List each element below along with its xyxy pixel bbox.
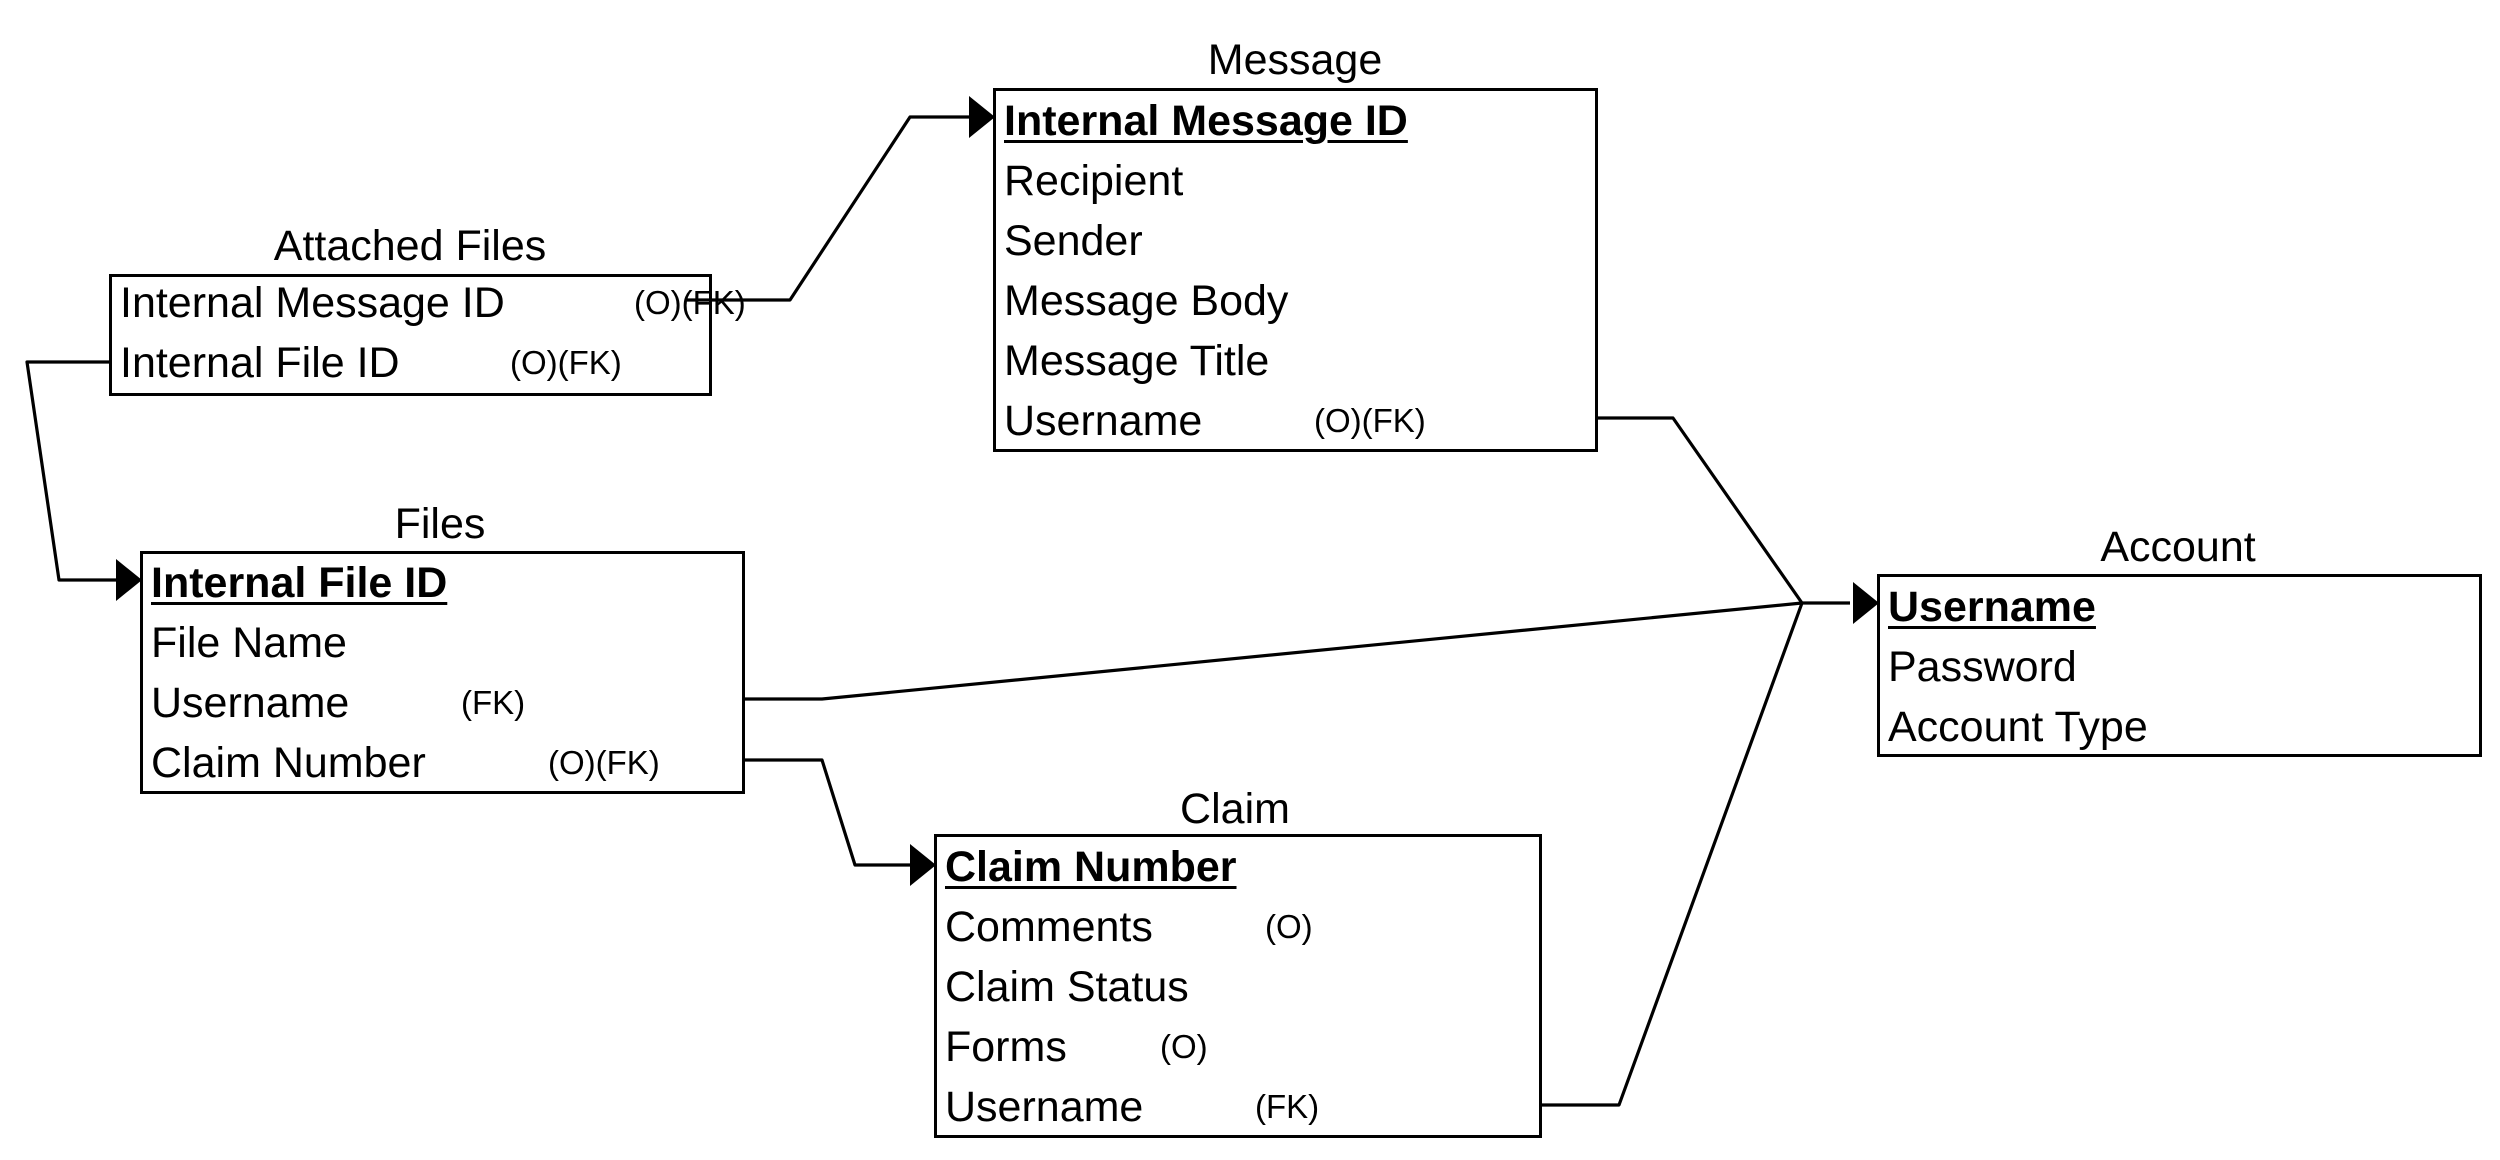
rel-message-to-account <box>1597 416 1850 605</box>
field-username: Username <box>151 679 350 727</box>
field-username-tag: (FK) <box>1255 1088 1320 1125</box>
field-internal-file-id: Internal File ID <box>120 339 400 387</box>
rel-attached-to-files <box>25 360 125 582</box>
field-password: Password <box>1888 643 2077 691</box>
entity-title-claim: Claim <box>1180 785 1290 833</box>
field-forms-tag: (O) <box>1160 1028 1208 1065</box>
entity-files: Internal File ID File Name Username (FK)… <box>140 551 745 794</box>
field-claim-status: Claim Status <box>945 963 1189 1011</box>
field-internal-message-id: Internal Message ID <box>120 279 505 327</box>
field-internal-file-id: Internal File ID <box>151 559 448 607</box>
arrowhead-files <box>116 559 142 601</box>
field-comments: Comments <box>945 903 1153 951</box>
field-internal-message-id-tag: (O)(FK) <box>634 284 746 321</box>
rel-files-to-claim <box>744 758 915 867</box>
rel-attached-to-message <box>710 115 975 302</box>
field-internal-message-id: Internal Message ID <box>1004 97 1408 145</box>
field-account-type: Account Type <box>1888 703 2148 751</box>
field-message-title: Message Title <box>1004 337 1270 385</box>
entity-claim: Claim Number Comments (O) Claim Status F… <box>934 834 1542 1138</box>
field-username: Username <box>1888 583 2096 631</box>
entity-title-message: Message <box>1207 36 1383 84</box>
arrowhead-message <box>969 96 995 138</box>
field-comments-tag: (O) <box>1265 908 1313 945</box>
arrowhead-account <box>1853 582 1879 624</box>
field-recipient: Recipient <box>1004 157 1184 205</box>
rel-claim-to-account <box>1541 602 1804 1107</box>
field-internal-file-id-tag: (O)(FK) <box>510 344 622 381</box>
rel-files-to-account <box>744 601 1803 701</box>
field-claim-number: Claim Number <box>945 843 1237 891</box>
field-sender: Sender <box>1004 217 1143 265</box>
entity-message: Internal Message ID Recipient Sender Mes… <box>993 88 1598 452</box>
entity-attached-files: Internal Message ID (O)(FK) Internal Fil… <box>109 274 746 396</box>
field-username: Username <box>1004 397 1203 445</box>
entity-account: Username Password Account Type <box>1877 574 2482 757</box>
field-message-body: Message Body <box>1004 277 1289 325</box>
entity-title-attached-files: Attached Files <box>273 222 547 270</box>
arrowhead-claim <box>910 844 936 886</box>
field-username-tag: (O)(FK) <box>1314 402 1426 439</box>
field-file-name: File Name <box>151 619 347 667</box>
field-claim-number: Claim Number <box>151 739 426 787</box>
entity-title-account: Account <box>2100 523 2256 571</box>
field-username-tag: (FK) <box>461 684 526 721</box>
entity-title-files: Files <box>394 500 486 548</box>
field-claim-number-tag: (O)(FK) <box>548 744 660 781</box>
field-forms: Forms <box>945 1023 1067 1071</box>
field-username: Username <box>945 1083 1144 1131</box>
